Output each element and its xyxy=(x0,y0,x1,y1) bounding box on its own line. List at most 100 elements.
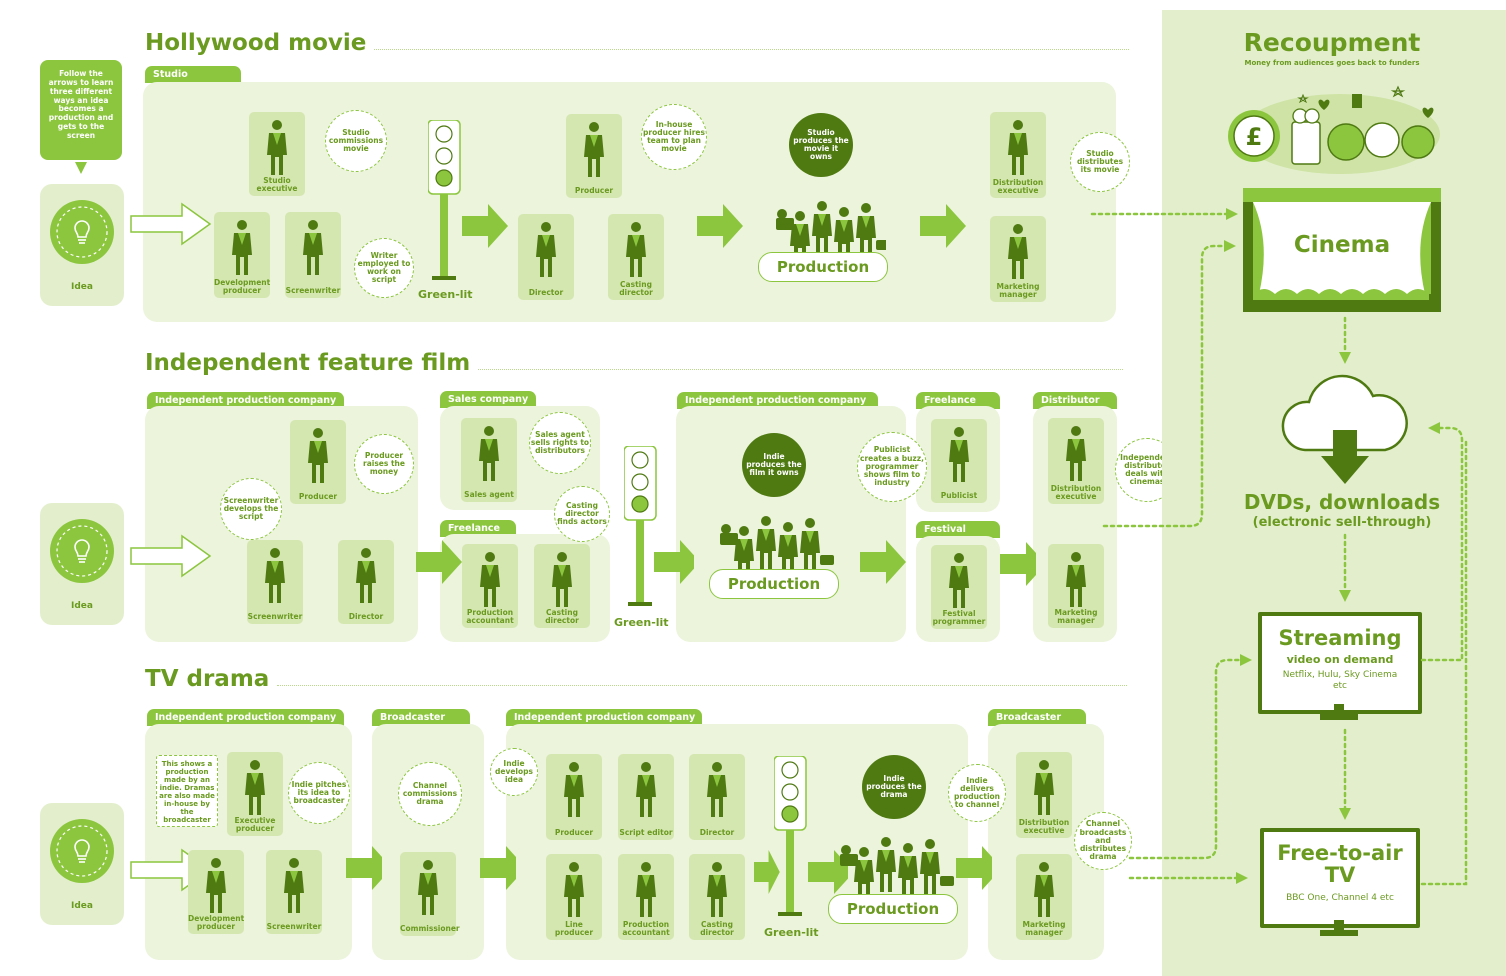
person-icon xyxy=(479,426,499,481)
card-marketing-manager: Marketing manager xyxy=(1048,544,1104,628)
card-distribution-executive: Distribution executive xyxy=(1016,752,1072,838)
section-title-independent: Independent feature film xyxy=(145,350,1124,376)
outline-arrow-icon xyxy=(130,535,211,577)
arrow-right-icon xyxy=(462,204,508,248)
person-icon xyxy=(1034,760,1054,815)
production-crowd-icon xyxy=(836,836,956,896)
idea-label: Idea xyxy=(71,282,93,292)
card-casting-director: Casting director xyxy=(689,854,745,940)
card-line-producer: Line producer xyxy=(546,854,602,940)
person-icon xyxy=(232,220,252,275)
person-icon xyxy=(245,760,265,815)
tab-festival: Festival xyxy=(916,521,1000,538)
streaming-examples: Netflix, Hulu, Sky Cinema etc xyxy=(1282,670,1398,691)
bubble-producer-raises: Producer raises the money xyxy=(354,434,414,494)
card-commissioner: Commissioner xyxy=(400,852,460,936)
person-icon xyxy=(356,548,376,603)
person-icon xyxy=(1008,224,1028,279)
tab-independent-production-company: Independent production company xyxy=(147,392,345,409)
person-icon xyxy=(636,762,656,817)
bubble-screenwriter-develops: Screenwriter develops the script xyxy=(220,478,282,540)
cloud-download-icon xyxy=(1281,374,1408,484)
bubble-studio-distributes: Studio distributes its movie xyxy=(1070,132,1130,192)
tab-freelance: Freelance xyxy=(440,520,516,537)
arrow-right-icon xyxy=(956,846,992,890)
free-to-air-screen xyxy=(1260,828,1420,928)
tab-distributor: Distributor xyxy=(1033,392,1117,409)
card-production-accountant: Production accountant xyxy=(462,544,518,628)
person-icon xyxy=(536,222,556,277)
production-crowd-icon xyxy=(776,200,886,260)
idea-label: Idea xyxy=(71,901,93,911)
person-icon xyxy=(303,220,323,275)
card-production-accountant: Production accountant xyxy=(618,854,674,940)
note-box: This shows a production made by an indie… xyxy=(156,755,218,827)
traffic-light-icon xyxy=(624,446,657,607)
bubble-studio-commissions: Studio commissions movie xyxy=(325,110,387,172)
card-director: Director xyxy=(518,214,574,300)
idea-card-tv: Idea xyxy=(40,803,124,925)
card-executive-producer: Executive producer xyxy=(227,752,283,836)
streaming-subtitle: video on demand xyxy=(1286,653,1394,666)
outline-arrow-icon xyxy=(130,203,211,245)
card-casting-director: Casting director xyxy=(534,544,590,628)
card-script-editor: Script editor xyxy=(618,754,674,840)
arrow-right-icon xyxy=(480,846,516,890)
arrow-right-icon xyxy=(1000,542,1036,586)
production-label-tv: Production xyxy=(828,894,958,924)
bubble-writer-employed: Writer employed to work on script xyxy=(354,238,414,298)
arrow-right-icon xyxy=(697,204,743,248)
bubble-channel-broadcasts: Channel broadcasts and distributes drama xyxy=(1074,812,1132,870)
production-label-hollywood: Production xyxy=(758,252,888,282)
person-icon xyxy=(1034,862,1054,917)
card-distribution-executive: Distribution executive xyxy=(990,112,1046,198)
lightbulb-icon xyxy=(49,818,115,884)
arrow-right-icon xyxy=(346,846,382,890)
streaming-title: Streaming xyxy=(1278,626,1402,650)
intro-box xyxy=(40,60,122,160)
person-icon xyxy=(949,553,969,608)
person-icon xyxy=(636,862,656,917)
bubble-publicist: Publicist creates a buzz, programmer sho… xyxy=(857,432,927,502)
card-screenwriter: Screenwriter xyxy=(247,540,303,624)
card-marketing-manager: Marketing manager xyxy=(990,216,1046,302)
bubble-inhouse-producer: In-house producer hires team to plan mov… xyxy=(641,104,707,170)
person-icon xyxy=(564,762,584,817)
currency-symbol: £ xyxy=(1246,123,1263,151)
card-producer: Producer xyxy=(290,420,346,504)
arrow-right-icon xyxy=(860,540,906,584)
card-casting-director: Casting director xyxy=(608,214,664,300)
free-to-air-examples: BBC One, Channel 4 etc xyxy=(1286,893,1394,903)
bubble-casting-director: Casting director finds actors xyxy=(554,486,610,542)
person-icon xyxy=(265,548,285,603)
person-icon xyxy=(552,552,572,607)
person-icon xyxy=(949,427,969,482)
streaming-screen xyxy=(1258,612,1422,714)
recoupment-title: Recoupment xyxy=(1243,28,1421,57)
burst-indie-produces: Indie produces the film it owns xyxy=(745,436,803,494)
person-icon xyxy=(206,858,226,913)
tab-freelance-2: Freelance xyxy=(916,392,1000,409)
screen-stand-icon xyxy=(1320,704,1358,720)
idea-label: Idea xyxy=(71,601,93,611)
cinema-screen-icon xyxy=(1243,188,1441,312)
lightbulb-icon xyxy=(49,199,115,265)
section-title-tv: TV drama xyxy=(145,666,1128,692)
person-icon xyxy=(626,222,646,277)
green-lit-label: Green-lit xyxy=(614,616,669,629)
bubble-channel-commissions: Channel commissions drama xyxy=(398,762,462,826)
tab-sales-company: Sales company xyxy=(440,391,536,408)
card-producer: Producer xyxy=(546,754,602,840)
arrow-right-icon xyxy=(654,540,694,584)
person-icon xyxy=(308,428,328,483)
dvd-subtitle: (electronic sell-through) xyxy=(1252,515,1432,530)
dvd-title: DVDs, downloads xyxy=(1243,490,1441,514)
card-producer: Producer xyxy=(566,114,622,198)
card-development-producer: Development producer xyxy=(214,212,270,298)
card-director: Director xyxy=(338,540,394,624)
idea-card-independent: Idea xyxy=(40,503,124,625)
tab-broadcaster-2: Broadcaster xyxy=(988,709,1086,726)
lightbulb-icon xyxy=(49,518,115,584)
card-sales-agent: Sales agent xyxy=(461,418,517,502)
card-screenwriter: Screenwriter xyxy=(285,212,341,298)
